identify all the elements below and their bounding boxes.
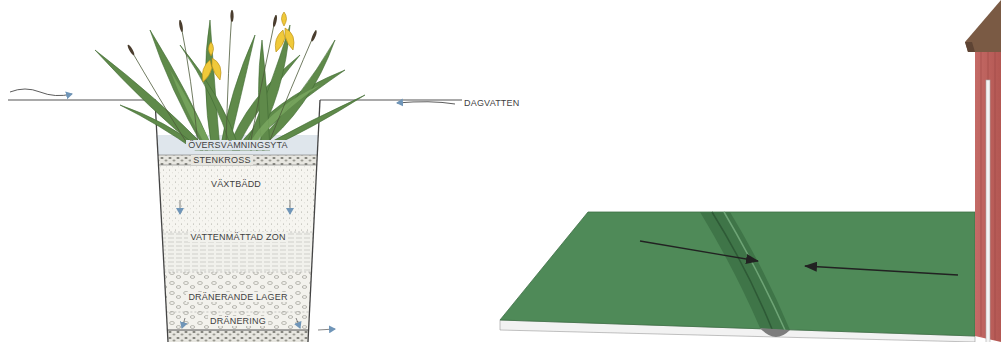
layer-name: ÖVERSVÄMNINGSYTA bbox=[186, 140, 290, 150]
layer-name: STENKROSS bbox=[191, 155, 252, 165]
layer-name: DRÄNERING bbox=[208, 316, 268, 326]
layer-name: VÄXTBÄDD bbox=[209, 179, 263, 189]
layer-name: DRÄNERANDE LAGER bbox=[186, 292, 289, 302]
layer-name: VATTENMÄTTAD ZON bbox=[188, 232, 287, 242]
flow-label: DAGVATTEN bbox=[462, 98, 521, 108]
